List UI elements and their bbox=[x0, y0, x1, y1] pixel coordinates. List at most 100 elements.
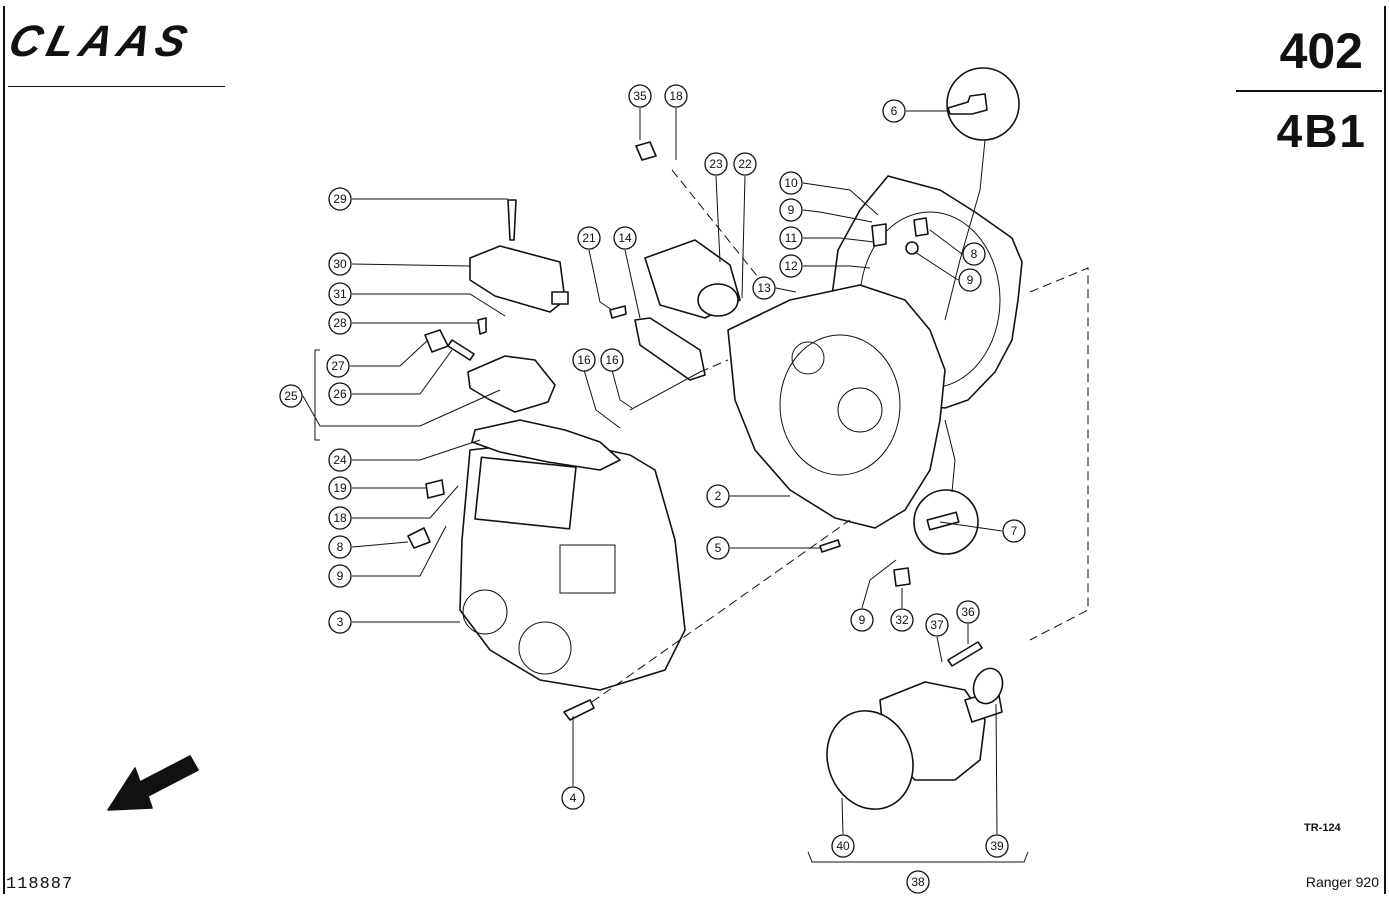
callout-9-upper: 9 bbox=[779, 198, 803, 222]
callout-35: 35 bbox=[628, 84, 652, 108]
callout-14: 14 bbox=[613, 226, 637, 250]
spring-26 bbox=[447, 339, 475, 361]
svg-text:8: 8 bbox=[971, 247, 978, 261]
svg-text:10: 10 bbox=[784, 176, 798, 190]
callout-27: 27 bbox=[326, 354, 350, 378]
svg-text:2: 2 bbox=[715, 489, 722, 503]
guide-filter bbox=[671, 169, 771, 293]
callout-6: 6 bbox=[882, 99, 906, 123]
solenoid-connector bbox=[551, 291, 569, 305]
callout-36: 36 bbox=[956, 600, 980, 624]
callout-40: 40 bbox=[831, 834, 855, 858]
housing-port-a bbox=[791, 341, 825, 375]
callout-8-left: 8 bbox=[328, 535, 352, 559]
callout-39: 39 bbox=[985, 834, 1009, 858]
plug-11 bbox=[871, 223, 887, 247]
callout-4: 4 bbox=[561, 786, 585, 810]
svg-text:38: 38 bbox=[911, 875, 925, 889]
callout-31: 31 bbox=[328, 282, 352, 306]
group-number: 402 bbox=[1279, 23, 1363, 79]
housing-port-b bbox=[837, 387, 883, 433]
filter-seal bbox=[697, 283, 739, 317]
callout-2: 2 bbox=[706, 484, 730, 508]
svg-text:14: 14 bbox=[618, 231, 632, 245]
plug-27 bbox=[424, 329, 449, 353]
callout-19: 19 bbox=[328, 476, 352, 500]
svg-text:21: 21 bbox=[582, 231, 596, 245]
svg-text:30: 30 bbox=[333, 257, 347, 271]
leader-lines bbox=[302, 108, 1003, 835]
svg-text:32: 32 bbox=[895, 613, 909, 627]
callout-37: 37 bbox=[925, 613, 949, 637]
callout-3: 3 bbox=[328, 610, 352, 634]
plug-8-left bbox=[407, 527, 431, 549]
callout-24: 24 bbox=[328, 448, 352, 472]
reference-code: TR-124 bbox=[1304, 822, 1341, 834]
svg-text:29: 29 bbox=[333, 192, 347, 206]
svg-text:9: 9 bbox=[859, 613, 866, 627]
bolt-6 bbox=[947, 93, 988, 115]
callout-18-left: 18 bbox=[328, 506, 352, 530]
solenoid-valve bbox=[469, 245, 566, 313]
svg-text:3: 3 bbox=[337, 615, 344, 629]
section-code: 4B1 bbox=[1276, 105, 1367, 157]
svg-text:18: 18 bbox=[669, 89, 683, 103]
svg-text:5: 5 bbox=[715, 541, 722, 555]
callout-7: 7 bbox=[1002, 519, 1026, 543]
callout-9-lower: 9 bbox=[850, 608, 874, 632]
callout-18-top: 18 bbox=[664, 84, 688, 108]
svg-text:9: 9 bbox=[967, 273, 974, 287]
arrow-down-left-icon bbox=[107, 755, 199, 811]
callout-11: 11 bbox=[779, 226, 803, 250]
svg-text:4: 4 bbox=[570, 791, 577, 805]
cover-window bbox=[559, 544, 616, 594]
cover-bore-a bbox=[462, 589, 508, 635]
bolt-36 bbox=[947, 641, 983, 667]
svg-text:6: 6 bbox=[891, 104, 898, 118]
callout-12: 12 bbox=[779, 254, 803, 278]
svg-text:28: 28 bbox=[333, 316, 347, 330]
svg-text:25: 25 bbox=[284, 389, 298, 403]
oil-pipe bbox=[634, 317, 706, 381]
cover-top-block bbox=[474, 456, 577, 530]
bracket-group-38 bbox=[807, 851, 1029, 863]
svg-text:23: 23 bbox=[709, 157, 723, 171]
callout-9-right: 9 bbox=[958, 268, 982, 292]
screw-28 bbox=[477, 317, 487, 335]
svg-text:19: 19 bbox=[333, 481, 347, 495]
bolt-4 bbox=[563, 699, 595, 721]
inset-link-bottom bbox=[944, 419, 956, 493]
svg-text:9: 9 bbox=[788, 203, 795, 217]
callout-32: 32 bbox=[890, 608, 914, 632]
valve-plate bbox=[471, 419, 621, 471]
screw-21 bbox=[609, 305, 627, 319]
callout-28: 28 bbox=[328, 311, 352, 335]
svg-text:11: 11 bbox=[785, 231, 798, 245]
svg-text:12: 12 bbox=[784, 259, 798, 273]
svg-text:39: 39 bbox=[990, 839, 1004, 853]
gearbox-housing bbox=[727, 284, 946, 529]
svg-text:16: 16 bbox=[605, 353, 619, 367]
callout-10: 10 bbox=[779, 171, 803, 195]
plug-32 bbox=[893, 567, 911, 587]
svg-text:35: 35 bbox=[633, 89, 647, 103]
callout-8-right: 8 bbox=[962, 242, 986, 266]
brand-divider bbox=[8, 86, 225, 87]
callout-38: 38 bbox=[906, 870, 930, 894]
svg-text:9: 9 bbox=[337, 569, 344, 583]
callout-26: 26 bbox=[328, 382, 352, 406]
svg-text:18: 18 bbox=[333, 511, 347, 525]
drawing-number: 118887 bbox=[6, 875, 74, 894]
callout-13: 13 bbox=[752, 276, 776, 300]
svg-text:13: 13 bbox=[757, 281, 771, 295]
svg-text:24: 24 bbox=[333, 453, 347, 467]
guide-bolt4 bbox=[591, 519, 851, 703]
callout-29: 29 bbox=[328, 187, 352, 211]
plug-35 bbox=[635, 141, 657, 161]
cover-bore-b bbox=[518, 621, 572, 675]
washer-9-right bbox=[905, 241, 919, 255]
bracket-group-25 bbox=[314, 349, 320, 441]
o-ring-40 bbox=[826, 710, 914, 810]
